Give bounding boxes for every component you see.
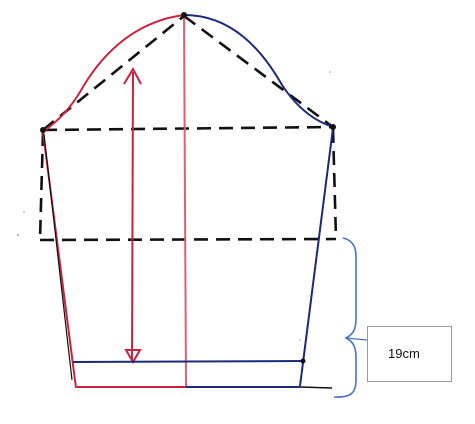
- grainline-arrow: [123, 66, 142, 364]
- left-dashed-side: [38, 131, 45, 241]
- sleeve-cap-curve-front: [43, 14, 185, 132]
- sleeve-cap-curve-back: [183, 14, 334, 128]
- wrist-line: [72, 360, 305, 363]
- measurement-bracket: [333, 237, 357, 398]
- construction-lines: [38, 14, 338, 242]
- point-cap-top: [181, 12, 187, 18]
- measurement-label: 19cm: [388, 346, 420, 361]
- grainline-shaft: [131, 71, 134, 361]
- point-wrist-right: [300, 358, 306, 364]
- measurement-callout: 19cm: [367, 326, 452, 382]
- corner-points: [40, 12, 336, 364]
- center-grain-line: [183, 14, 187, 388]
- front-side-seam-draft: [43, 133, 73, 381]
- right-dashed-side: [331, 128, 338, 240]
- grainline-arrowhead-bottom: [124, 349, 142, 364]
- elbow-line: [39, 237, 337, 242]
- right-cap-guide: [183, 14, 334, 129]
- hem-tick: [299, 386, 333, 389]
- bracket-leader: [345, 337, 368, 341]
- speck: [17, 234, 19, 236]
- point-left-bicep: [40, 127, 46, 133]
- speck: [329, 71, 331, 73]
- grainline-arrowhead-top: [123, 66, 142, 85]
- point-right-bicep: [330, 124, 336, 130]
- speck: [23, 211, 25, 213]
- speck: [299, 339, 301, 341]
- bicep-line: [42, 125, 334, 132]
- back-side-seam: [299, 127, 334, 387]
- paper-specks: [17, 71, 331, 341]
